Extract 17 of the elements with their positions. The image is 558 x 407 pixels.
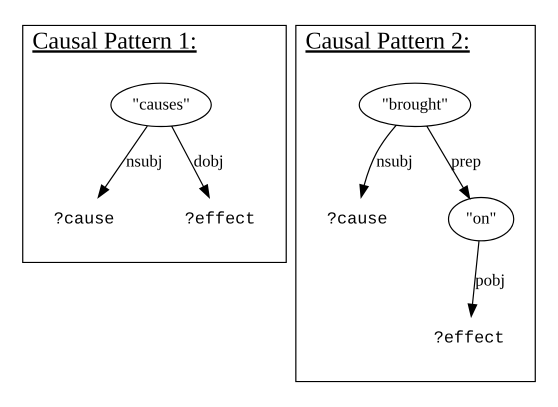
edge-label: pobj (475, 270, 506, 290)
node-text: ?effect (434, 330, 504, 349)
arrow (426, 126, 471, 200)
node-text: ?effect (184, 210, 256, 230)
node-ellipse: "on" (448, 196, 514, 242)
node-ellipse: "causes" (110, 82, 212, 128)
arrow (171, 126, 210, 199)
arrow (97, 126, 148, 199)
node-ellipse: "brought" (358, 82, 472, 128)
edge-label: dobj (194, 151, 224, 170)
edge-label: nsubj (376, 151, 413, 170)
arrow (359, 124, 397, 199)
arrow (468, 241, 480, 318)
edge-label: prep (451, 151, 482, 170)
edge-label: nsubj (126, 151, 162, 170)
node-text: ?cause (326, 210, 388, 230)
node-text: ?cause (54, 210, 114, 230)
